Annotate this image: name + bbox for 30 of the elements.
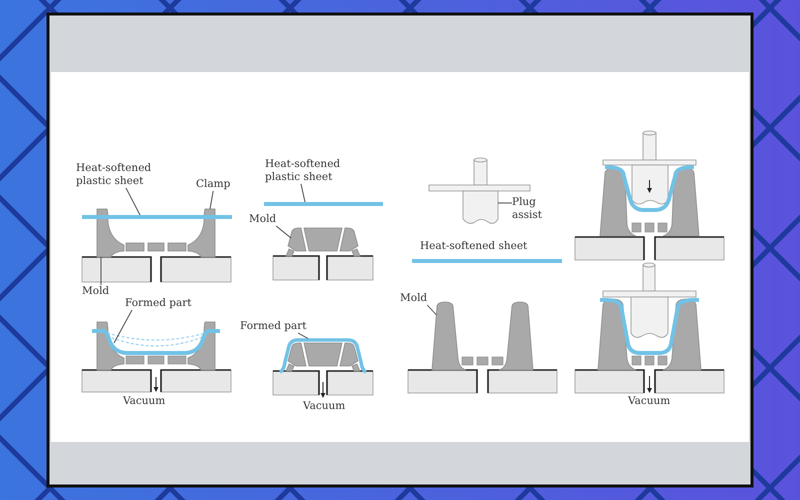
- annotation-label: Vacuum: [303, 400, 346, 413]
- mold-drawing: [432, 302, 534, 370]
- callout-label: Heat-softened plastic sheet: [265, 158, 357, 184]
- callout-label: Plug assist: [512, 196, 556, 222]
- callout-label: Clamp: [196, 178, 230, 191]
- clamp-drawing: [188, 208, 216, 258]
- annotation-label: Heat-softened sheet: [420, 240, 528, 253]
- callout-label: Mold: [82, 285, 110, 298]
- callout-label: Mold: [249, 213, 276, 226]
- leader-line: [298, 332, 308, 339]
- annotation-label: Vacuum: [123, 395, 166, 408]
- callout-label: Mold: [400, 292, 428, 305]
- mold-drawing: [96, 208, 186, 258]
- callout-label: Formed part: [125, 297, 192, 310]
- leader-line: [114, 310, 132, 344]
- leader-line: [210, 190, 214, 210]
- leader-line: [426, 304, 437, 316]
- plastic-sheet: [82, 215, 232, 219]
- formed-sheet: [279, 338, 367, 374]
- leader-line: [100, 256, 102, 286]
- leader-line: [126, 188, 140, 216]
- leader-line: [498, 202, 512, 204]
- annotation-label: Vacuum: [628, 395, 670, 408]
- plastic-sheet: [264, 202, 383, 206]
- callout-label: Formed part: [240, 320, 307, 333]
- formed-sheet: [92, 329, 220, 355]
- mold-drawing: [285, 228, 361, 256]
- callout-label: Heat-softened plastic sheet: [76, 162, 168, 188]
- leader-line: [276, 226, 292, 238]
- leader-line: [300, 184, 306, 202]
